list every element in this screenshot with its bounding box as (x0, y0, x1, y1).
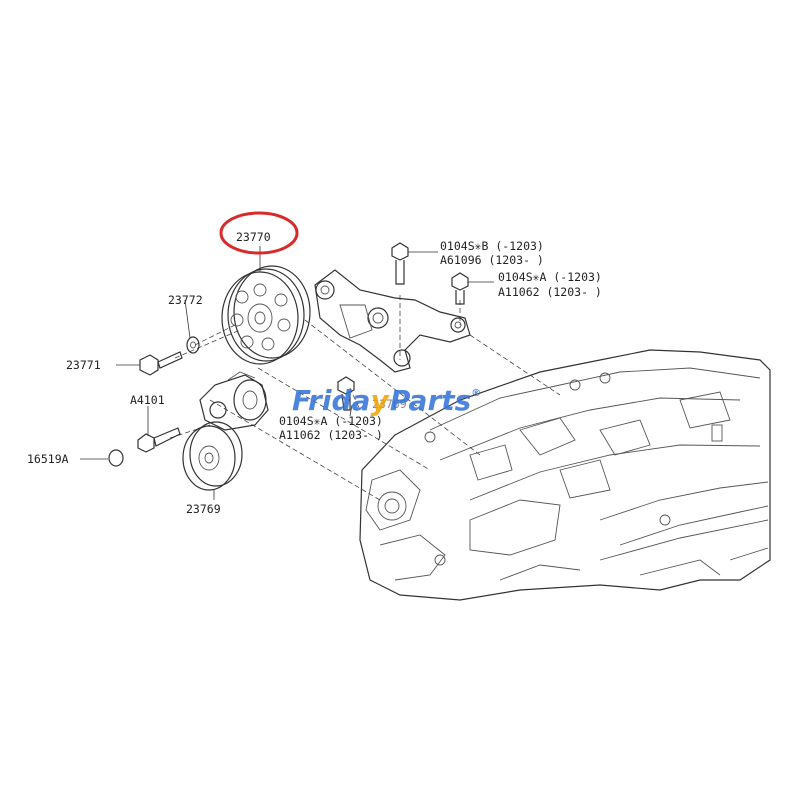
bolt-0104s-a-mid (337, 376, 355, 411)
bolt-0104s-a-top (451, 272, 469, 305)
label-hidden-ref: 23769 (372, 397, 407, 411)
watermark-mark: ® (471, 388, 481, 399)
label-23771[interactable]: 23771 (66, 358, 101, 372)
label-0104s-b[interactable]: 0104S✳B (-1203) (440, 239, 544, 253)
svg-text:FridayParts®: FridayParts® (292, 384, 481, 417)
bolt-23771 (139, 351, 183, 376)
label-a61096[interactable]: A61096 (1203- ) (440, 253, 544, 267)
label-a11062-mid[interactable]: A11062 (1203- ) (279, 428, 383, 442)
idler-pulley-23769 (182, 421, 243, 491)
watermark-text-a: Frida (292, 384, 370, 417)
bracket (314, 269, 471, 373)
alignment-lines (169, 295, 561, 501)
label-23770[interactable]: 23770 (236, 230, 271, 244)
pulley-23770 (221, 265, 311, 365)
label-a4101[interactable]: A4101 (130, 393, 165, 407)
watermark-text-b: Parts (390, 384, 471, 417)
tensioner-assembly (199, 371, 269, 431)
plug-16519a (108, 449, 124, 467)
watermark-logo: FridayParts® (292, 384, 481, 417)
label-16519a[interactable]: 16519A (27, 452, 69, 466)
label-0104s-a-mid[interactable]: 0104S✳A (-1203) (279, 414, 383, 428)
part-labels: 23770 23772 23771 A4101 16519A 23769 010… (27, 230, 602, 516)
engine-block (359, 349, 771, 601)
bolt-0104s-b (391, 242, 409, 285)
highlight-circle (219, 211, 299, 255)
leader-lines (80, 246, 494, 500)
label-a11062-top[interactable]: A11062 (1203- ) (498, 285, 602, 299)
label-0104s-a-top[interactable]: 0104S✳A (-1203) (498, 270, 602, 284)
bolt-a4101 (137, 427, 181, 453)
label-23769[interactable]: 23769 (186, 502, 221, 516)
washer-23772 (186, 336, 200, 354)
label-23772[interactable]: 23772 (168, 293, 203, 307)
